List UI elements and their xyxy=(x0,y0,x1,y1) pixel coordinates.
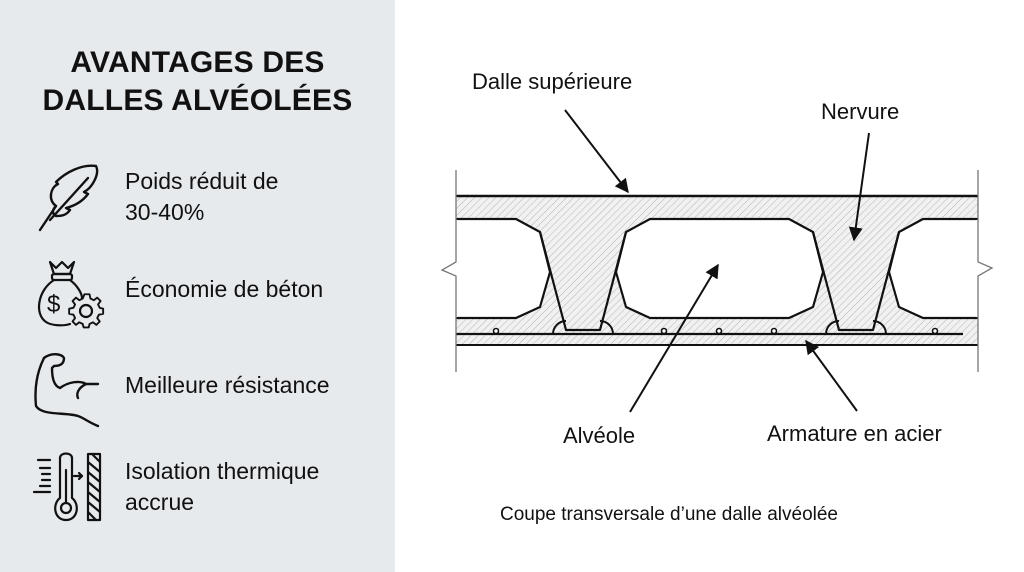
advantage-text-concrete-saving: Économie de béton xyxy=(125,276,324,302)
advantage-text-insulation: Isolation thermique accrue xyxy=(125,458,320,515)
label-top-slab: Dalle supérieure xyxy=(472,69,633,94)
arrow-void xyxy=(629,263,719,413)
panel-title-line-1: AVANTAGES DES xyxy=(70,46,325,79)
advantage-text-strength: Meilleure résistance xyxy=(125,372,330,398)
arrow-top-slab xyxy=(564,109,629,194)
arrow-rib xyxy=(848,132,870,242)
advantage-item-weight: Poids réduit de 30-40% xyxy=(30,158,380,238)
money-bag-gear-icon: $ xyxy=(37,260,105,329)
advantage-item-concrete-saving: $ Économie de béton xyxy=(30,254,380,334)
left-break-line xyxy=(440,170,457,372)
right-break-line xyxy=(977,170,994,372)
prestress-strands xyxy=(492,327,939,335)
label-rib: Nervure xyxy=(821,99,900,124)
flexed-arm-icon xyxy=(34,353,100,428)
advantage-item-insulation: Isolation thermique accrue xyxy=(30,448,380,528)
rib-left xyxy=(538,231,628,332)
void-left xyxy=(456,217,552,320)
advantage-item-strength: Meilleure résistance xyxy=(30,350,380,430)
void-right xyxy=(887,217,978,320)
thermometer-insulation-icon xyxy=(32,452,102,522)
cross-section-panel: Dalle supérieure Nervure Alvéole Armatur… xyxy=(395,0,1024,572)
feather-icon xyxy=(38,164,99,232)
panel-title-line-2: DALLES ALVÉOLÉES xyxy=(42,84,353,117)
panel-title: AVANTAGES DES DALLES ALVÉOLÉES xyxy=(0,44,395,120)
label-void: Alvéole xyxy=(563,423,636,448)
svg-text:$: $ xyxy=(47,291,60,318)
diagram-caption: Coupe transversale d’une dalle alvéolée xyxy=(500,504,839,525)
advantage-text-weight: Poids réduit de 30-40% xyxy=(125,168,279,225)
arrow-steel xyxy=(805,339,858,412)
rib-right xyxy=(811,231,901,332)
advantages-panel: AVANTAGES DES DALLES ALVÉOLÉES Poids réd… xyxy=(0,0,395,572)
label-steel: Armature en acier xyxy=(767,421,942,446)
void-center xyxy=(614,217,825,320)
hollow-core-slab-cross-section xyxy=(440,109,994,413)
